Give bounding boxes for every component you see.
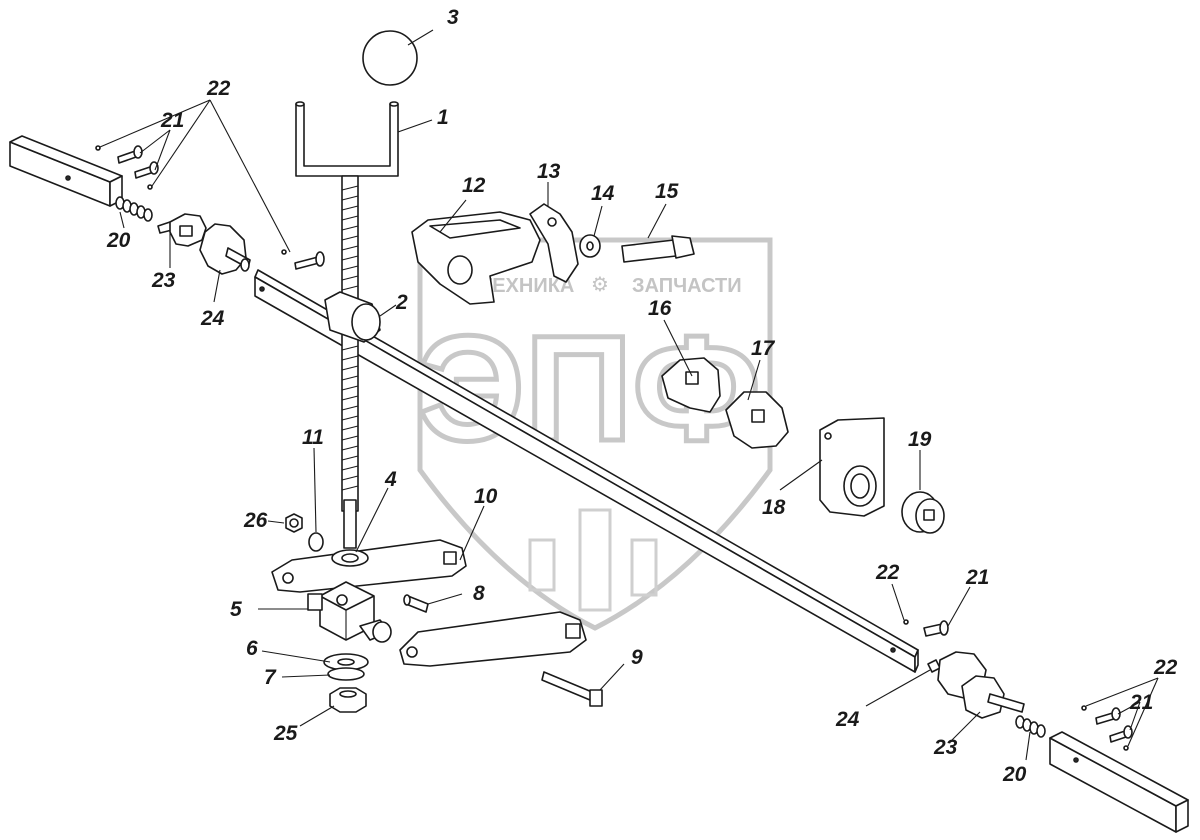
callout-21-mid: 21 [965,566,989,589]
nut-part-25 [329,687,367,713]
lever-part-4 [271,539,467,593]
knob-part-3 [362,30,418,86]
right-screw-part-21 [923,620,949,637]
left-spring-part-20 [115,196,153,222]
callout-20-right: 20 [1002,763,1027,786]
right-screws-part-21 [1095,707,1133,743]
leader-lines [99,29,1159,761]
watermark-text-right: ЗАПЧАСТИ [632,275,742,297]
callout-14: 14 [591,182,615,205]
callout-24-right: 24 [835,708,860,731]
bolt-part-9 [541,671,603,707]
callout-9: 9 [631,646,643,669]
callout-6: 6 [246,637,258,660]
callout-1: 1 [437,106,449,129]
callout-12: 12 [462,174,486,197]
callout-21-left: 21 [160,109,184,132]
bracket-part-18 [819,417,885,517]
bushing-part-19 [901,491,945,534]
callout-22-right: 22 [1153,656,1178,679]
callout-22-left: 22 [206,77,231,100]
right-pins-part-22 [1081,705,1129,751]
callout-2: 2 [395,291,408,314]
pin-part-8 [403,594,429,613]
washer-part-6 [323,653,369,671]
left-square-tube [9,135,123,207]
callout-15: 15 [655,180,679,203]
callout-7: 7 [264,666,277,689]
callout-5: 5 [230,598,242,621]
callout-8: 8 [473,582,485,605]
washer-part-14 [579,234,601,258]
watermark-bars [528,508,658,612]
left-cam-part-24 [199,223,251,275]
callout-13: 13 [537,160,561,183]
watermark-gear-icon: ⚙ [591,274,609,296]
callout-4: 4 [384,468,397,491]
callout-18: 18 [762,496,786,519]
lever-part-10 [399,611,587,667]
ring-part-7 [327,667,365,681]
cam-plate-part-16 [661,357,721,413]
callout-labels: 3 1 2 22 21 20 23 24 12 13 14 15 16 17 1… [106,6,1178,786]
washer-part-11 [308,532,324,552]
callout-26: 26 [243,509,268,532]
right-square-tube [1049,731,1189,833]
hook-part-13 [529,203,579,283]
left-pins-part-22 [95,145,287,255]
right-pin-part-22 [903,619,909,625]
callout-10: 10 [474,485,498,508]
right-spring-part-20 [1015,715,1046,738]
callout-21-right: 21 [1129,691,1153,714]
nut-part-26 [285,513,303,533]
callout-24-left: 24 [200,307,225,330]
callout-20-left: 20 [106,229,131,252]
callout-23-left: 23 [151,269,176,292]
callout-16: 16 [648,297,672,320]
callout-25: 25 [273,722,298,745]
cam-plate-part-17 [725,391,789,449]
callout-19: 19 [908,428,932,451]
left-screws-part-21 [117,145,325,270]
watermark-text-left: ТЕХНИКА [480,275,574,297]
screw-rod-part-1 [295,101,399,549]
block-part-5 [307,581,392,643]
callout-23-right: 23 [933,736,958,759]
bolt-part-15 [621,235,695,263]
callout-22-mid: 22 [875,561,900,584]
callout-3: 3 [447,6,459,29]
right-cam-part-23 [961,675,1025,719]
callout-17: 17 [751,337,776,360]
clamp-block-part-2 [324,291,381,343]
left-cam-part-23 [157,213,207,247]
long-square-bar [254,269,919,673]
latch-part-12 [411,211,541,305]
callout-11: 11 [302,426,324,449]
